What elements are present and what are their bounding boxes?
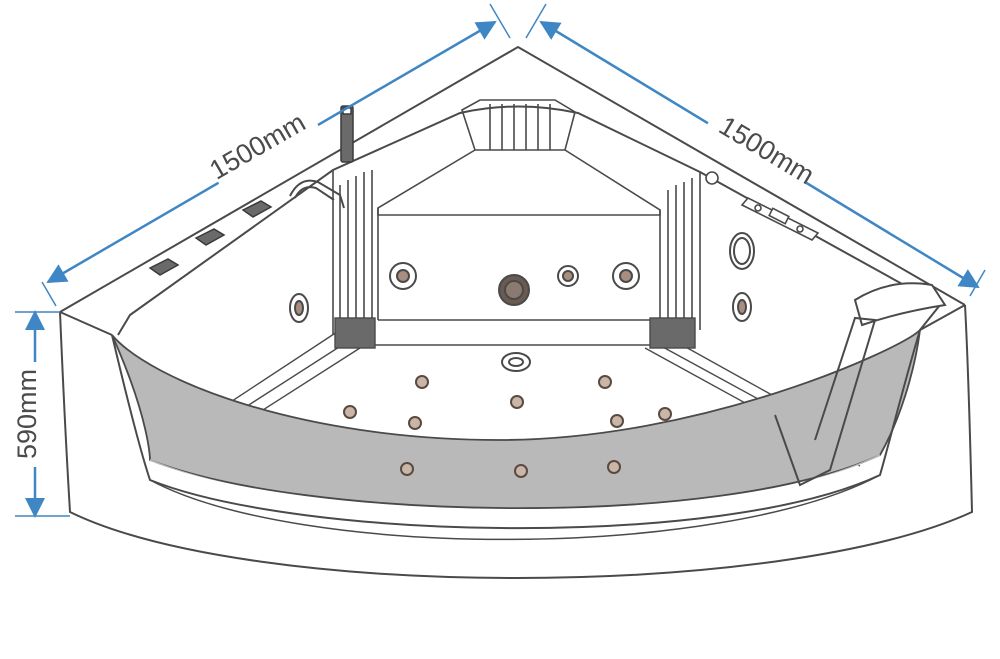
hand-shower-holder	[340, 105, 354, 163]
inner-walls	[332, 170, 701, 346]
pillow-icon	[853, 282, 947, 327]
floor-jet	[607, 460, 621, 474]
floor-jet	[514, 464, 528, 478]
mixer-knob	[148, 258, 180, 276]
drain-icon	[501, 352, 531, 372]
floor-jet	[415, 375, 429, 389]
headrest	[377, 99, 661, 216]
floor-jets	[343, 375, 672, 478]
wall-jet	[612, 262, 640, 290]
floor-jet	[343, 405, 357, 419]
wall-jet	[732, 292, 752, 322]
floor-jet	[610, 414, 624, 428]
floor-jet	[400, 462, 414, 476]
hand-shower	[774, 316, 877, 487]
faucet-icon	[289, 179, 345, 209]
floor-jet	[658, 407, 672, 421]
glass-front-panel	[111, 327, 922, 541]
dim-height: 590mm	[12, 369, 42, 459]
wall-jet	[389, 262, 417, 290]
wall-jet	[557, 265, 579, 287]
floor-jet	[598, 375, 612, 389]
wall-jet	[289, 293, 309, 323]
control-button	[705, 171, 719, 185]
floor-jet	[510, 395, 524, 409]
floor-jet	[408, 416, 422, 430]
speaker-icon	[498, 274, 530, 306]
